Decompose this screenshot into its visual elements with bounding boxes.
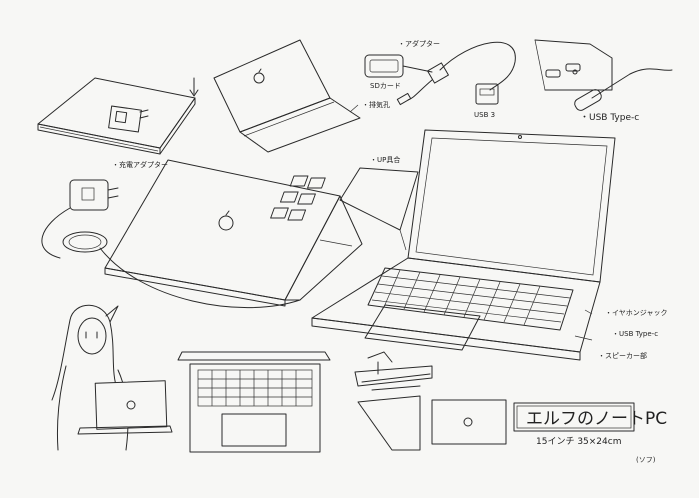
side-ports-closeup xyxy=(534,39,673,111)
usb-adapter-dongle xyxy=(364,41,516,106)
spec-text: 15インチ 35×24cm xyxy=(536,436,621,447)
side-profile-sketches xyxy=(354,351,507,451)
label-keyboard-up: ・UP具合 xyxy=(370,155,400,164)
keyboard-closeup xyxy=(270,167,419,251)
label-charge-adapter: ・充電アダプター xyxy=(112,160,168,169)
label-usb-3: USB 3 xyxy=(474,111,495,119)
title-text: エルフのノートPC xyxy=(526,409,667,429)
top-down-keyboard-view xyxy=(177,351,331,453)
open-laptop-front-view xyxy=(311,129,616,361)
label-speaker: ・スピーカー部 xyxy=(598,351,647,360)
label-usb-type-c-port: ・USB Type-c xyxy=(580,113,639,123)
label-sd-card: SDカード xyxy=(370,82,401,90)
page-marker: (ソフ) xyxy=(636,456,656,464)
open-laptop-rear-view xyxy=(213,39,361,153)
label-exhaust: ・排気孔 xyxy=(362,100,390,109)
half-open-laptop-lid xyxy=(104,159,363,307)
label-usb-type-c-side: ・USB Type-c xyxy=(612,330,658,338)
charge-adapter-brick xyxy=(41,179,301,309)
label-adapter: ・アダプター xyxy=(398,39,440,48)
elf-character-sketch xyxy=(51,304,173,451)
label-headphone-jack: ・イヤホンジャック xyxy=(605,309,667,317)
closed-laptop-with-charger xyxy=(37,77,199,155)
title-block xyxy=(513,402,635,432)
